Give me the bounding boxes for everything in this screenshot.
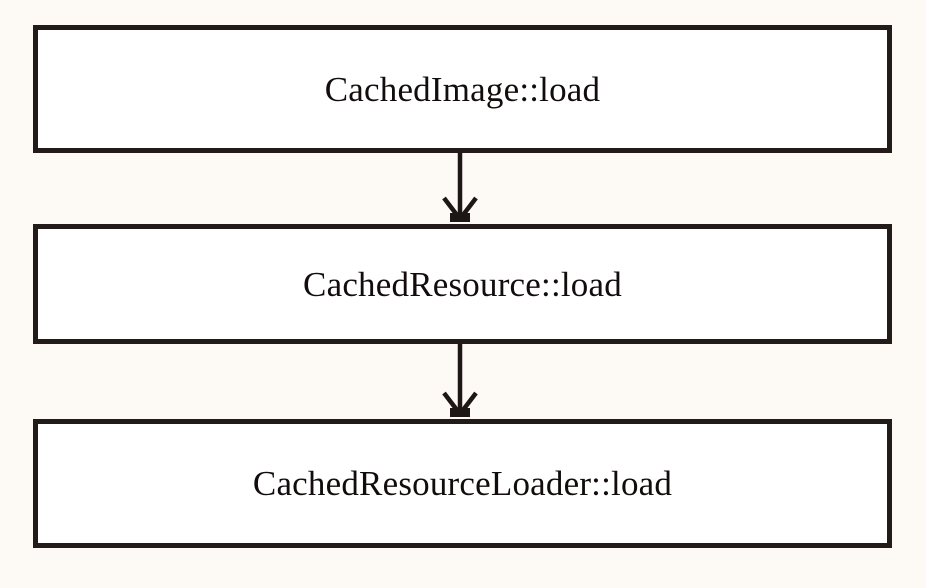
diagram-edge-1-arrow-icon (442, 153, 478, 222)
diagram-edge-2-arrow-icon (442, 344, 478, 417)
diagram-node-cached-image-load[interactable]: CachedImage::load (33, 25, 892, 153)
diagram-node-label: CachedResource::load (303, 264, 622, 304)
diagram-node-cached-resource-loader-load[interactable]: CachedResourceLoader::load (33, 419, 892, 548)
diagram-node-label: CachedImage::load (324, 69, 601, 109)
diagram-node-label: CachedResourceLoader::load (252, 464, 673, 503)
diagram-node-cached-resource-load[interactable]: CachedResource::load (33, 224, 892, 344)
